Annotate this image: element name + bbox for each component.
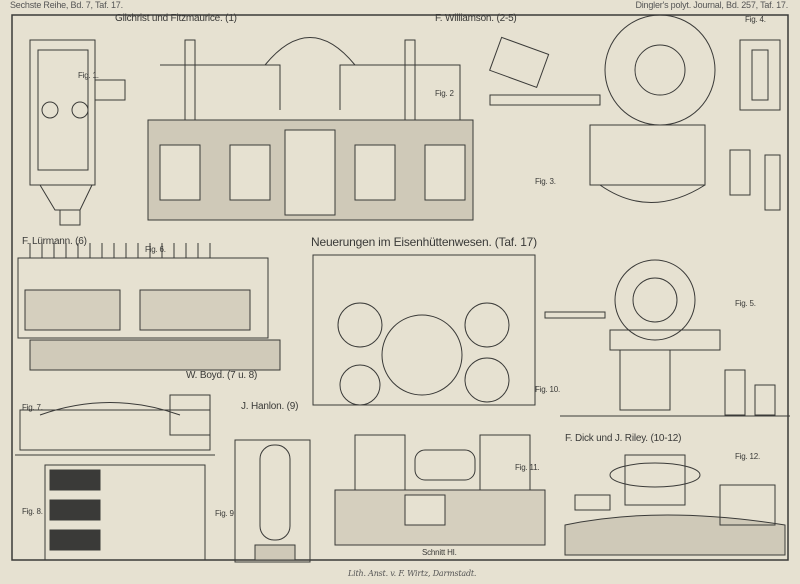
lithographer-credit: Lith. Anst. v. F. Wirtz, Darmstadt.: [348, 569, 477, 578]
fig1-drawing: [29, 39, 126, 226]
fig3-label: Fig. 3.: [535, 177, 556, 186]
author-williamson: F. Williamson. (2-5): [435, 13, 517, 24]
fig9-label: Fig. 9.: [215, 509, 236, 518]
fig5-label: Fig. 5.: [735, 299, 756, 308]
author-boyd: W. Boyd. (7 u. 8): [186, 370, 258, 381]
fig6-drawing: [17, 243, 281, 371]
fig10-drawing: [312, 254, 536, 406]
section-label: Schnitt HI.: [422, 548, 457, 557]
fig11-label: Fig. 11.: [515, 463, 540, 472]
fig2-label: Fig. 2: [435, 89, 454, 98]
fig2-drawing: [147, 37, 474, 221]
fig1-label: Fig. 1.: [78, 71, 99, 80]
fig12-drawing: [564, 454, 786, 556]
fig10-label: Fig. 10.: [535, 385, 561, 394]
author-gilchrist: Gilchrist und Fitzmaurice. (1): [115, 13, 237, 24]
fig7-label: Fig. 7.: [22, 403, 43, 412]
plate-border: [11, 14, 789, 561]
fig4-drawing: [739, 39, 781, 111]
fig11-drawing: [334, 434, 546, 546]
header-left: Sechste Reihe, Bd. 7, Taf. 17.: [10, 0, 123, 10]
fig7-drawing: [15, 394, 215, 456]
fig6-label: Fig. 6.: [145, 245, 166, 254]
fig5-drawing: [544, 259, 790, 417]
fig12-label: Fig. 12.: [735, 452, 761, 461]
fig8-drawing: [44, 464, 206, 561]
fig3-drawing: [489, 14, 781, 211]
header-right: Dingler's polyt. Journal, Bd. 257, Taf. …: [635, 0, 788, 10]
fig4-label: Fig. 4.: [745, 15, 766, 24]
fig9-drawing: [234, 439, 311, 563]
author-dick-riley: F. Dick und J. Riley. (10-12): [565, 433, 682, 444]
fig8-label: Fig. 8.: [22, 507, 43, 516]
author-lurmann: F. Lürmann. (6): [22, 236, 87, 247]
plate-title: Neuerungen im Eisenhüttenwesen. (Taf. 17…: [311, 235, 537, 249]
author-hanlon: J. Hanlon. (9): [241, 401, 299, 412]
